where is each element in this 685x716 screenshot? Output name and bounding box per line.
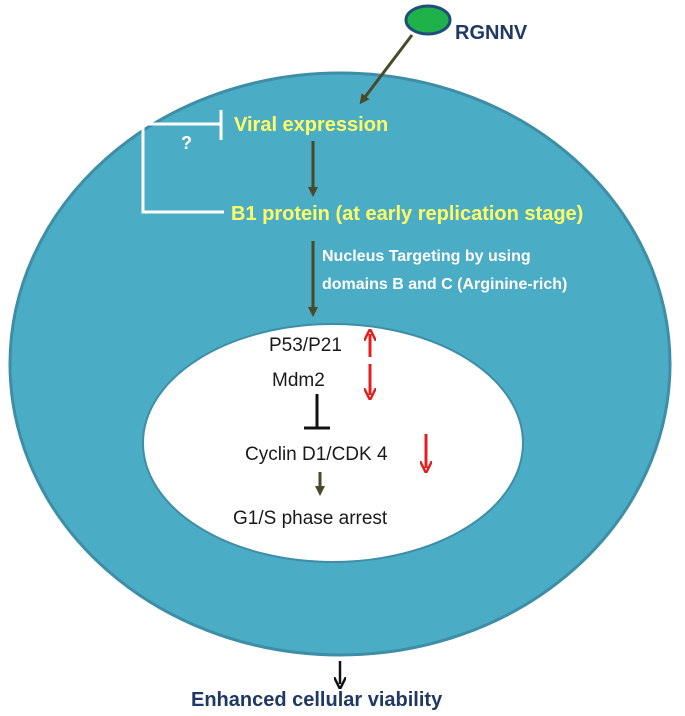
nucleus-targeting-line1: Nucleus Targeting by using: [322, 248, 531, 265]
feedback-inhibition-bracket: [141, 122, 224, 214]
unknown-mechanism-mark: ?: [181, 133, 192, 153]
p53-p21-label: P53/P21: [269, 335, 342, 356]
outcome-label: Enhanced cellular viability: [191, 689, 443, 711]
cyclin-label: Cyclin D1/CDK 4: [245, 444, 388, 465]
virus-entry-arrow: [359, 34, 414, 105]
nucleus-targeting-line2: domains B and C (Arginine-rich): [322, 276, 567, 293]
virus-particle: [404, 4, 452, 36]
mdm2-label: Mdm2: [272, 370, 325, 391]
virus-label: RGNNV: [455, 22, 528, 44]
b1-protein-label: B1 protein (at early replication stage): [231, 203, 583, 225]
viral-expression-label: Viral expression: [234, 114, 388, 136]
g1s-arrest-label: G1/S phase arrest: [233, 508, 388, 529]
nucleus: [142, 323, 524, 563]
